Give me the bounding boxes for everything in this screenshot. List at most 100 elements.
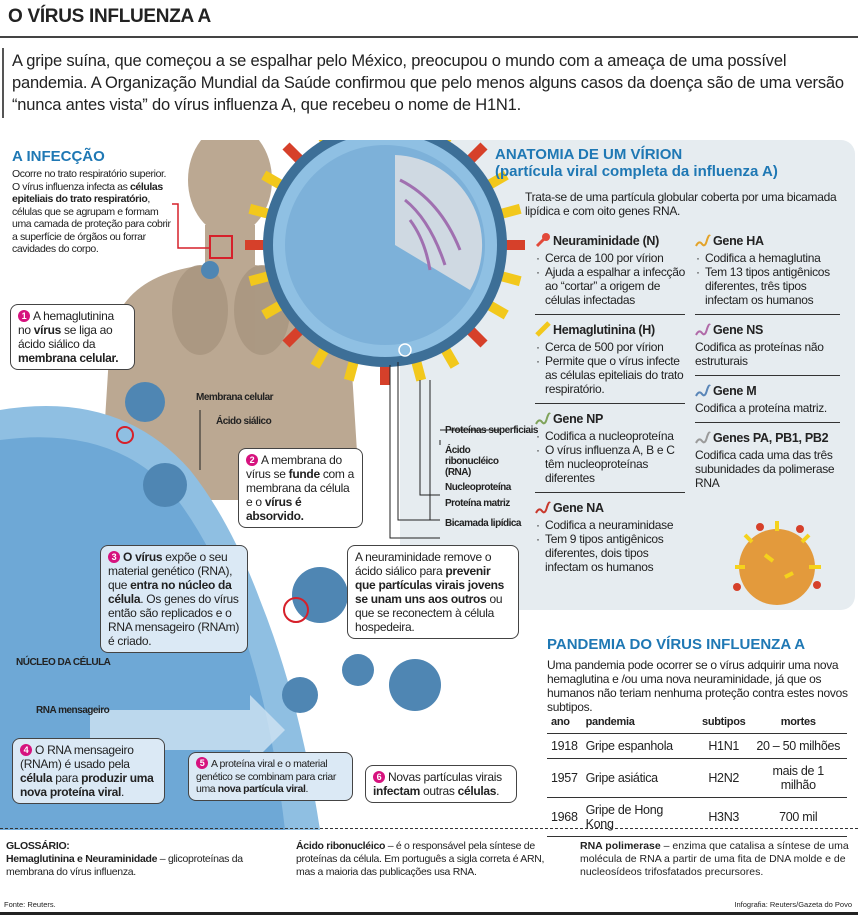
- gene-bullets: Codifica a nucleoproteínaO vírus influen…: [535, 429, 685, 485]
- label-proteinas-superficiais: Proteínas superficiais: [445, 425, 538, 436]
- gene-bullets: Cerca de 100 por vírionAjuda a espalhar …: [535, 251, 685, 307]
- step-6-text: Novas partículas virais infectam outras …: [373, 770, 502, 798]
- table-cell: 700 mil: [749, 797, 847, 837]
- text-segment: expõe o seu material genético (RNA), que: [108, 550, 233, 592]
- step-1-text: A hemaglutinina no vírus se liga ao ácid…: [18, 309, 119, 365]
- emphasis-text: O vírus: [123, 550, 163, 564]
- label-nucleo: NÚCLEO DA CÉLULA: [16, 657, 111, 668]
- glossary-divider: [0, 828, 858, 829]
- gene-bullet: Tem 9 tipos antigênicos diferentes, dois…: [535, 532, 685, 574]
- divider: [695, 422, 840, 423]
- gene-entry: Neuraminidade (N)Cerca de 100 por vírion…: [535, 232, 685, 315]
- virion-large: [245, 140, 525, 385]
- divider: [535, 314, 685, 315]
- gene-entry: Gene NACodifica a neuraminidaseTem 9 tip…: [535, 499, 685, 574]
- anatomy-heading-line1: ANATOMIA DE UM VÍRION: [495, 146, 683, 163]
- gene-bullet: Codifica a nucleoproteína: [535, 429, 685, 443]
- text-segment: outras: [419, 784, 458, 798]
- divider: [695, 375, 840, 376]
- emphasis-text: infectam: [373, 784, 420, 798]
- emphasis-text: células: [457, 784, 497, 798]
- gene-title: Gene M: [713, 384, 757, 398]
- gene-title-row: Genes PA, PB1, PB2: [695, 429, 840, 448]
- gene-bullet: Permite que o vírus infecte as células e…: [535, 354, 685, 396]
- gene-bullet: Ajuda a espalhar a infecção ao “cortar” …: [535, 265, 685, 307]
- text-segment: .: [305, 783, 308, 795]
- gene-title: Gene NS: [713, 323, 763, 337]
- highlight-box: [209, 235, 233, 259]
- virus-illustration-orange: [733, 521, 821, 605]
- step-number: 1: [18, 310, 30, 322]
- anatomy-heading-line2: (partícula viral completa da influenza A…: [495, 163, 778, 180]
- gene-title-row: Gene NP: [535, 410, 685, 429]
- gene-title: Hemaglutinina (H): [553, 323, 655, 337]
- glossary-item: Hemaglutinina e Neuraminidade – glicopro…: [6, 853, 256, 879]
- gene-pa-icon: [695, 429, 711, 448]
- label-nucleoproteina: Nucleoproteína: [445, 482, 511, 493]
- text-segment: . Os genes do vírus então são replicados…: [108, 592, 240, 648]
- gene-title-row: Gene M: [695, 382, 840, 401]
- table-cell: Gripe espanhola: [581, 733, 698, 759]
- pandemic-heading: PANDEMIA DO VÍRUS INFLUENZA A: [547, 636, 806, 653]
- table-cell: 20 – 50 milhões: [749, 733, 847, 759]
- emphasis-text: prevenir que partículas virais jovens se…: [355, 564, 505, 606]
- step-4-text: O RNA mensageiro (RNAm) é usado pela cél…: [20, 743, 154, 799]
- text-segment: O RNA mensageiro (RNAm) é usado pela: [20, 743, 134, 771]
- gene-description: Codifica cada uma das três subunidades d…: [695, 448, 835, 490]
- step-number: 4: [20, 744, 32, 756]
- glossary: GLOSSÁRIO: Hemaglutinina e Neuraminidade…: [6, 840, 256, 879]
- anatomy-list-right: Gene HACodifica a hemaglutinaTem 13 tipo…: [695, 232, 840, 496]
- emphasis-text: entra no núcleo da célula: [108, 578, 232, 606]
- intro-bar: [2, 48, 4, 118]
- gene-bullet: O vírus influenza A, B e C têm nucleopro…: [535, 443, 685, 485]
- column-header: mortes: [780, 716, 816, 728]
- gene-m-icon: [695, 382, 711, 401]
- text-segment: A membrana do vírus se: [246, 453, 342, 481]
- label-leaders: [199, 362, 500, 539]
- label-acido-ribonucleico: Ácido ribonucléico (RNA): [445, 445, 499, 478]
- label-proteina-matriz: Proteína matriz: [445, 498, 510, 509]
- gene-description: Codifica as proteínas não estruturais: [695, 340, 824, 368]
- text-segment: Novas partículas virais: [388, 770, 502, 784]
- table-cell: Gripe asiática: [581, 758, 698, 798]
- label-rna-mensageiro: RNA mensageiro: [36, 705, 110, 716]
- gene-na-icon: [535, 499, 551, 518]
- intro-text: A gripe suína, que começou a se espalhar…: [12, 52, 844, 114]
- gene-title: Genes PA, PB1, PB2: [713, 431, 829, 445]
- glossary-term: Hemaglutinina e Neuraminidade: [6, 853, 158, 865]
- emphasis-text: células epiteliais do trato respiratório: [12, 180, 163, 206]
- text-segment: , células que se agrupam e formam uma ca…: [12, 193, 171, 255]
- table-cell: H1N1: [698, 733, 750, 759]
- gene-bullets: Codifica a neuraminidaseTem 9 tipos anti…: [535, 518, 685, 574]
- hemagglutinin-icon: [535, 321, 551, 340]
- text-segment: .: [121, 785, 125, 799]
- gene-bullet: Tem 13 tipos antigênicos diferentes, trê…: [695, 265, 840, 307]
- gene-bullet: Codifica a neuraminidase: [535, 518, 685, 532]
- gene-title-row: Gene HA: [695, 232, 840, 251]
- neuraminidase-icon: [535, 232, 551, 251]
- title-divider: [0, 36, 858, 38]
- step-number: 3: [108, 551, 120, 563]
- column-header: subtipos: [702, 716, 746, 728]
- gene-bullet: Cerca de 100 por vírion: [535, 251, 685, 265]
- text-segment: A neuraminidade remove o ácido siálico p…: [355, 550, 492, 578]
- infection-heading: A INFECÇÃO: [12, 148, 105, 165]
- table-header-row: ano pandemia subtipos mortes: [547, 712, 847, 734]
- text-segment: ou que se reconectem à célula hospedeira…: [355, 592, 503, 634]
- column-header: ano: [551, 716, 570, 728]
- column-header: pandemia: [585, 716, 635, 728]
- gene-title-row: Gene NA: [535, 499, 685, 518]
- gene-np-icon: [535, 410, 551, 429]
- table-cell: Gripe de Hong Kong: [581, 797, 698, 837]
- emphasis-text: produzir uma nova proteína viral: [20, 771, 154, 799]
- gene-title-row: Gene NS: [695, 321, 840, 340]
